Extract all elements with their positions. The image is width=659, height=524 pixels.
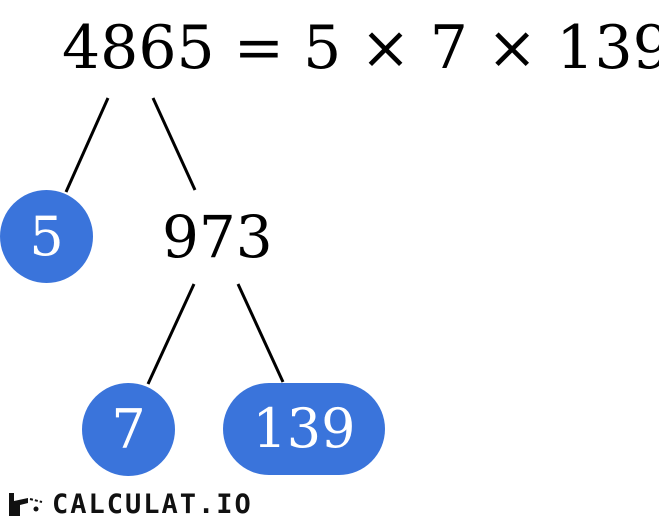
brand-name: CALCULAT.IO <box>52 488 253 520</box>
prime-factor-5-label: 5 <box>29 204 64 268</box>
prime-factor-7-label: 7 <box>111 397 146 461</box>
calculator-hand-icon <box>9 493 43 516</box>
edge-4865-to-973 <box>151 97 197 191</box>
factorization-equation: 4865 = 5 × 7 × 139 <box>62 13 659 83</box>
prime-factor-7: 7 <box>82 383 175 476</box>
edge-973-to-7 <box>146 283 196 385</box>
prime-factor-139-label: 139 <box>252 397 356 460</box>
edge-973-to-139 <box>236 283 285 383</box>
brand-logo[interactable]: CALCULAT.IO <box>6 487 253 521</box>
prime-factor-139: 139 <box>223 383 385 475</box>
prime-factor-5: 5 <box>0 190 93 283</box>
edge-4865-to-5 <box>64 97 110 193</box>
composite-node-973: 973 <box>162 203 273 271</box>
